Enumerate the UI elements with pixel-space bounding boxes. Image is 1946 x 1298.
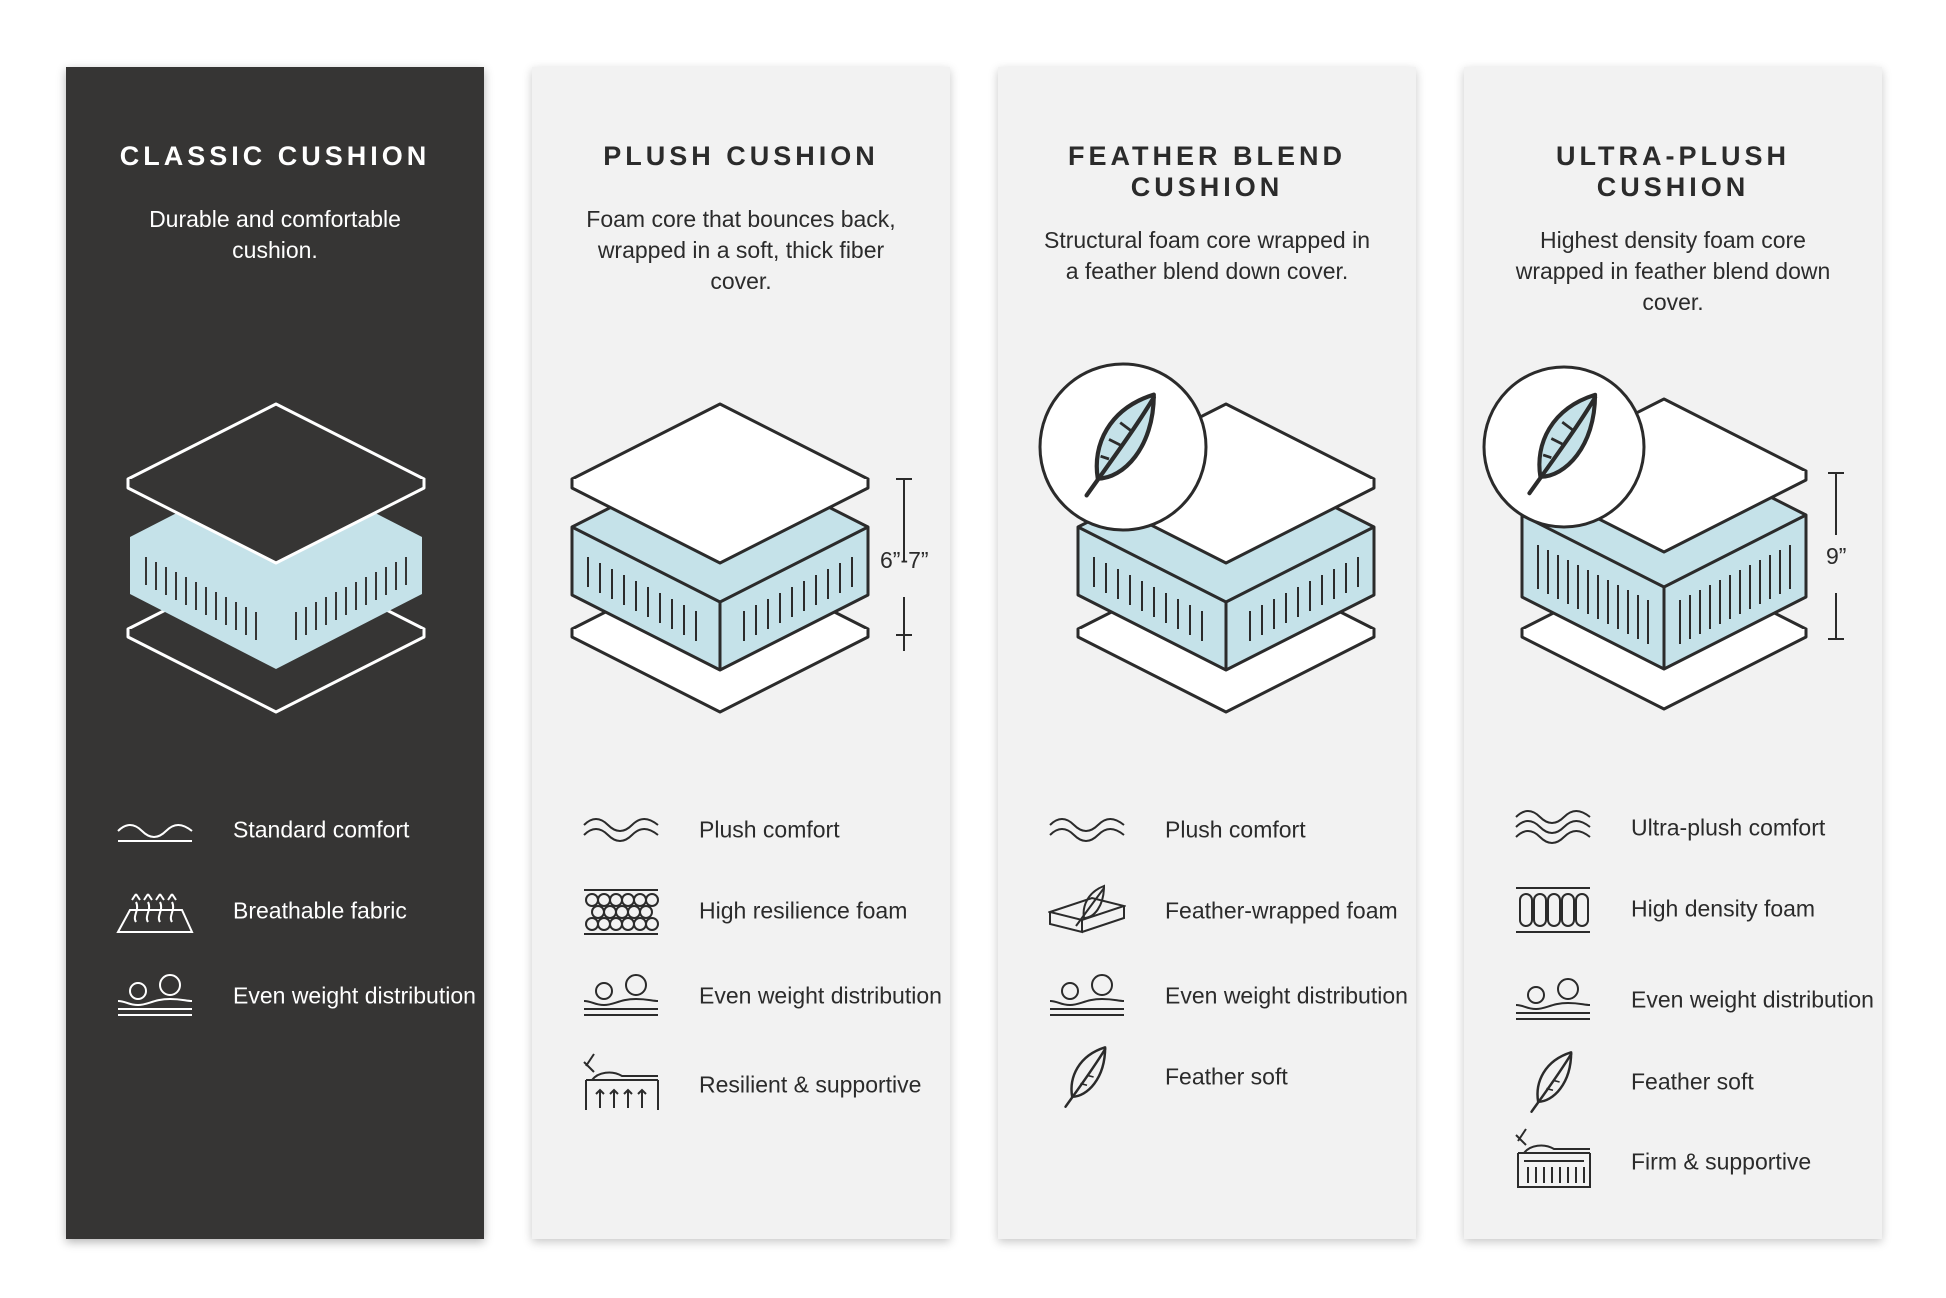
cushion-card-ultra-plush: ULTRA-PLUSH CUSHION Highest density foam… <box>1464 67 1882 1239</box>
double-wave-icon <box>1049 818 1125 842</box>
feature-label: Plush comfort <box>1165 816 1306 843</box>
feature-item: Breathable fabric <box>66 876 484 946</box>
feature-item: Plush comfort <box>998 795 1416 865</box>
feature-label: Feather soft <box>1165 1063 1288 1090</box>
foam-cells-icon <box>584 889 659 935</box>
feature-label: Plush comfort <box>699 816 840 843</box>
triple-wave-icon <box>1515 810 1591 844</box>
card-description: Durable and comfortable cushion. <box>149 206 401 263</box>
density-foam-icon <box>1516 887 1590 933</box>
weight-distribution-icon <box>583 974 659 1016</box>
feather-icon <box>1524 389 1606 499</box>
card-title: CLASSIC CUSHION <box>119 141 431 171</box>
feature-item: Even weight distribution <box>532 961 950 1031</box>
feature-label: Even weight distribution <box>699 982 942 1009</box>
weight-distribution-icon <box>117 974 193 1016</box>
feature-label: High resilience foam <box>699 897 908 924</box>
support-icon <box>583 1053 659 1110</box>
feature-label: Even weight distribution <box>1165 982 1408 1009</box>
feature-item: Firm & supportive <box>1464 1127 1882 1197</box>
feature-item: Even weight distribution <box>66 961 484 1031</box>
cushion-layers-illustration <box>570 402 912 714</box>
feature-item: Feather-wrapped foam <box>998 876 1416 946</box>
feature-item: Feather soft <box>1464 1047 1882 1117</box>
feature-item: Standard comfort <box>66 795 484 865</box>
feature-item: High density foam <box>1464 874 1882 944</box>
feather-icon <box>1064 1046 1107 1108</box>
feature-label: Feather soft <box>1631 1068 1754 1095</box>
feather-block-icon <box>1048 884 1126 934</box>
cushion-layers-illustration <box>126 402 426 714</box>
feature-item: Plush comfort <box>532 795 950 865</box>
breathable-fabric-icon <box>116 893 194 933</box>
double-wave-icon <box>583 818 659 842</box>
wave-icon <box>117 824 193 842</box>
firm-support-icon <box>1515 1128 1591 1188</box>
feature-label: Even weight distribution <box>233 982 476 1009</box>
feature-label: Standard comfort <box>233 816 410 843</box>
feature-item: Resilient & supportive <box>532 1050 950 1120</box>
feature-item: High resilience foam <box>532 876 950 946</box>
feature-label: Breathable fabric <box>233 897 407 924</box>
feature-label: High density foam <box>1631 895 1816 922</box>
feather-icon <box>1530 1051 1573 1113</box>
card-title: PLUSH CUSHION <box>603 141 879 171</box>
feature-label: Even weight distribution <box>1631 986 1874 1013</box>
feature-item: Feather soft <box>998 1042 1416 1112</box>
card-description: Foam core that bounces back, wrapped in … <box>586 206 896 294</box>
feature-label: Ultra-plush comfort <box>1631 814 1826 841</box>
cushion-card-plush: PLUSH CUSHION Foam core that bounces bac… <box>532 67 950 1239</box>
card-description: Structural foam core wrapped in a feathe… <box>1044 227 1370 284</box>
card-title: FEATHER BLEND CUSHION <box>1068 141 1346 202</box>
feature-label: Firm & supportive <box>1631 1148 1812 1175</box>
card-title: ULTRA-PLUSH CUSHION <box>1556 141 1790 202</box>
feather-icon <box>1081 389 1165 501</box>
cushion-card-classic: CLASSIC CUSHION Durable and comfortable … <box>66 67 484 1239</box>
dimension-label: 9” <box>1826 543 1847 569</box>
weight-distribution-icon <box>1049 974 1125 1016</box>
feature-item: Even weight distribution <box>1464 965 1882 1035</box>
card-description: Highest density foam core wrapped in fea… <box>1515 227 1831 315</box>
cushion-card-feather-blend: FEATHER BLEND CUSHION Structural foam co… <box>998 67 1416 1239</box>
feature-label: Feather-wrapped foam <box>1165 897 1398 924</box>
feature-item: Even weight distribution <box>998 961 1416 1031</box>
dimension-label: 6”-7” <box>880 547 929 573</box>
cushion-layers-illustration <box>1038 362 1376 714</box>
weight-distribution-icon <box>1515 978 1591 1020</box>
feature-item: Ultra-plush comfort <box>1464 793 1882 863</box>
feature-label: Resilient & supportive <box>699 1071 922 1098</box>
